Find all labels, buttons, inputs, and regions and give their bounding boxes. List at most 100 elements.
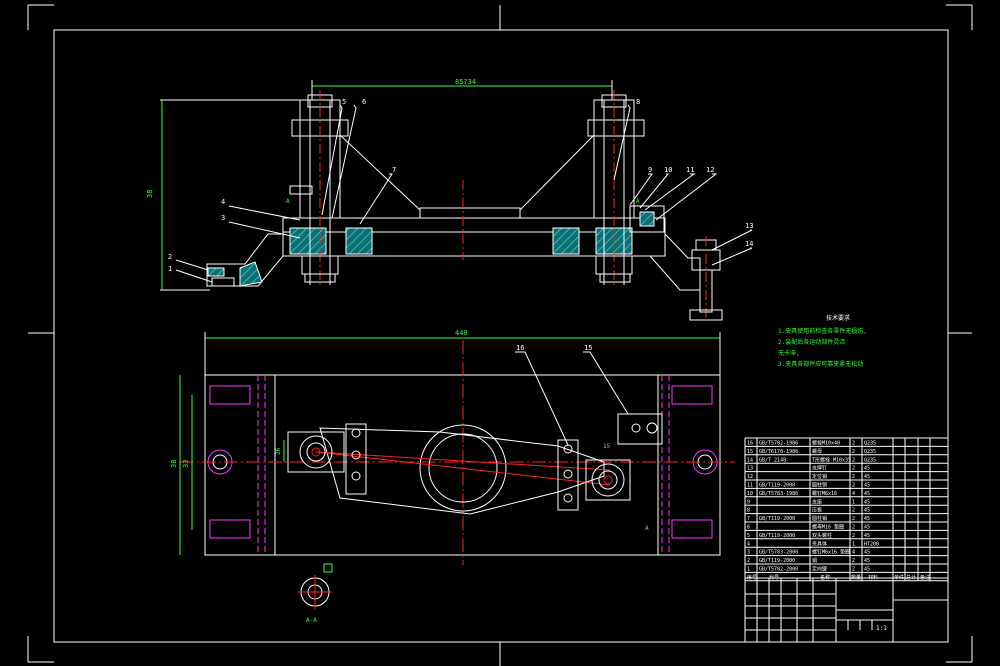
balloon-9: 9 (648, 166, 652, 174)
bom-row-no: 4 (747, 541, 750, 547)
bom-row-qty: 1 (852, 499, 855, 505)
dim-plan-small: 26 (275, 447, 282, 455)
note-line-2: 2.装配后各运动部件灵活 (778, 338, 845, 346)
bom-row-no: 1 (747, 567, 750, 573)
bom-row-no: 7 (747, 516, 750, 522)
bom-row-name: 定向键 (812, 566, 827, 573)
bom-row-material: 45 (864, 516, 870, 522)
dim-top-width: 85?34 (455, 78, 476, 86)
bom-header-material: 材料 (868, 574, 878, 581)
bom-row-no: 14 (747, 457, 753, 463)
bom-row-code: GB/T 2148 (759, 457, 786, 463)
svg-text:A: A (286, 198, 290, 205)
bom-row-name: 支座 (812, 498, 822, 505)
dim-plan-height-outer: 38 (170, 460, 178, 468)
bom-row-no: 5 (747, 533, 750, 539)
bom-row-qty: 2 (852, 567, 855, 573)
bom-row-name: 压板 (812, 507, 822, 514)
bom-row-material: 45 (864, 550, 870, 556)
title-scale: 1:1 (876, 625, 887, 632)
bom-row-material: 45 (864, 533, 870, 539)
bom-row-qty: 1 (852, 541, 855, 547)
bom-row-code: GB/T119-2000 (759, 483, 795, 489)
bom-row-material: Q235 (864, 449, 876, 455)
plan-view: 440 38 33 26 15 A (170, 329, 735, 565)
balloon-5: 5 (342, 98, 346, 106)
bom-row-no: 10 (747, 491, 753, 497)
bom-row-name: 螺母 (812, 448, 822, 455)
balloon-10: 10 (664, 166, 672, 174)
bom-row-qty: 2 (852, 441, 855, 447)
balloon-2: 2 (168, 253, 172, 261)
bom-header-name: 名称 (820, 574, 830, 581)
bom-row-material: 45 (864, 567, 870, 573)
balloon-8: 8 (636, 98, 640, 106)
bom-row-material: 45 (864, 466, 870, 472)
bom-row-no: 11 (747, 483, 753, 489)
bom-row-code: GB/T119-2000 (759, 558, 795, 564)
balloon-12: 12 (706, 166, 714, 174)
bom-row-code: GB/T5783-1986 (759, 491, 798, 497)
bom-row-name: 螺母M16 垫圈 (812, 524, 844, 531)
note-line-4: 3.夹具各部件应可靠夹紧无松动 (778, 360, 863, 368)
bom-header-note: 备注 (920, 574, 930, 581)
bom-row-name: 圆柱销 (812, 482, 827, 489)
dim-plan-width: 440 (455, 329, 468, 337)
bom-row-qty: 2 (852, 558, 855, 564)
balloon-7: 7 (392, 166, 396, 174)
balloon-14: 14 (745, 240, 753, 248)
bom-row-material: 45 (864, 483, 870, 489)
bom-row-qty: 2 (852, 466, 855, 472)
bom-row-name: 螺钉M6x16 (812, 490, 837, 497)
plan-leaders (515, 351, 629, 446)
bom-row-name: 支撑钉 (812, 465, 827, 472)
bom-row-material: 45 (864, 558, 870, 564)
bom-row-code: GB/T119-2000 (759, 516, 795, 522)
bom-row-code: GB/T5782-1986 (759, 441, 798, 447)
bom-row-name: 螺栓M10x40 (812, 440, 840, 447)
bom-header-total: 总计 (906, 574, 916, 581)
bom-row-name: 夹具体 (812, 540, 827, 547)
balloon-16: 16 (516, 344, 524, 352)
technical-notes: 技术要求 1.夹具使用前检查各零件无损伤, 2.装配后各运动部件灵活 无卡滞, … (778, 314, 867, 368)
front-balloon-labels: 5 6 8 7 4 3 2 1 9 10 11 12 13 14 (168, 98, 753, 273)
bom-header-unit: 单件 (894, 574, 904, 581)
balloon-1: 1 (168, 265, 172, 273)
bom-row-name: T形螺栓 M10x35 (812, 456, 851, 463)
bom-row-qty: 2 (852, 508, 855, 514)
bom-row-name: 圆柱销 (812, 515, 827, 522)
bom-row-material: 45 (864, 474, 870, 480)
bom-row-no: 3 (747, 550, 750, 556)
bom-row-name: 螺钉M6x16 垫圈 (812, 549, 850, 556)
note-line-3: 无卡滞, (778, 349, 800, 357)
dim-plan-offset: 15 (603, 443, 611, 450)
bom-row-code: GB/T119-2000 (759, 533, 795, 539)
bom-row-material: HT200 (864, 541, 879, 547)
svg-text:A: A (636, 198, 640, 205)
bom-row-no: 8 (747, 508, 750, 514)
bom-row-material: 45 (864, 499, 870, 505)
bom-row-code: GB/T5783-2000 (759, 550, 798, 556)
title-block (744, 577, 949, 643)
front-view: 85?34 3 8 A A (146, 78, 723, 321)
bom-row-material: 45 (864, 491, 870, 497)
bom-row-qty: 2 (852, 516, 855, 522)
bom-header-code: 代号 (769, 574, 779, 581)
bom-header-qty: 数量 (851, 574, 861, 581)
section-detail: A-A (298, 563, 333, 624)
bom-row-no: 6 (747, 525, 750, 531)
sheet-border (27, 4, 973, 666)
balloon-3: 3 (221, 214, 225, 222)
balloon-13: 13 (745, 222, 753, 230)
balloon-4: 4 (221, 198, 225, 206)
bom-row-qty: 2 (852, 474, 855, 480)
bom-row-no: 2 (747, 558, 750, 564)
dim-plan-height-inner: 33 (182, 460, 190, 468)
svg-text:A: A (645, 525, 649, 532)
notes-title: 技术要求 (826, 314, 850, 322)
bom-row-material: 45 (864, 508, 870, 514)
bom-row-material: 45 (864, 525, 870, 531)
bom-row-code: GB/T5782-2000 (759, 567, 798, 573)
